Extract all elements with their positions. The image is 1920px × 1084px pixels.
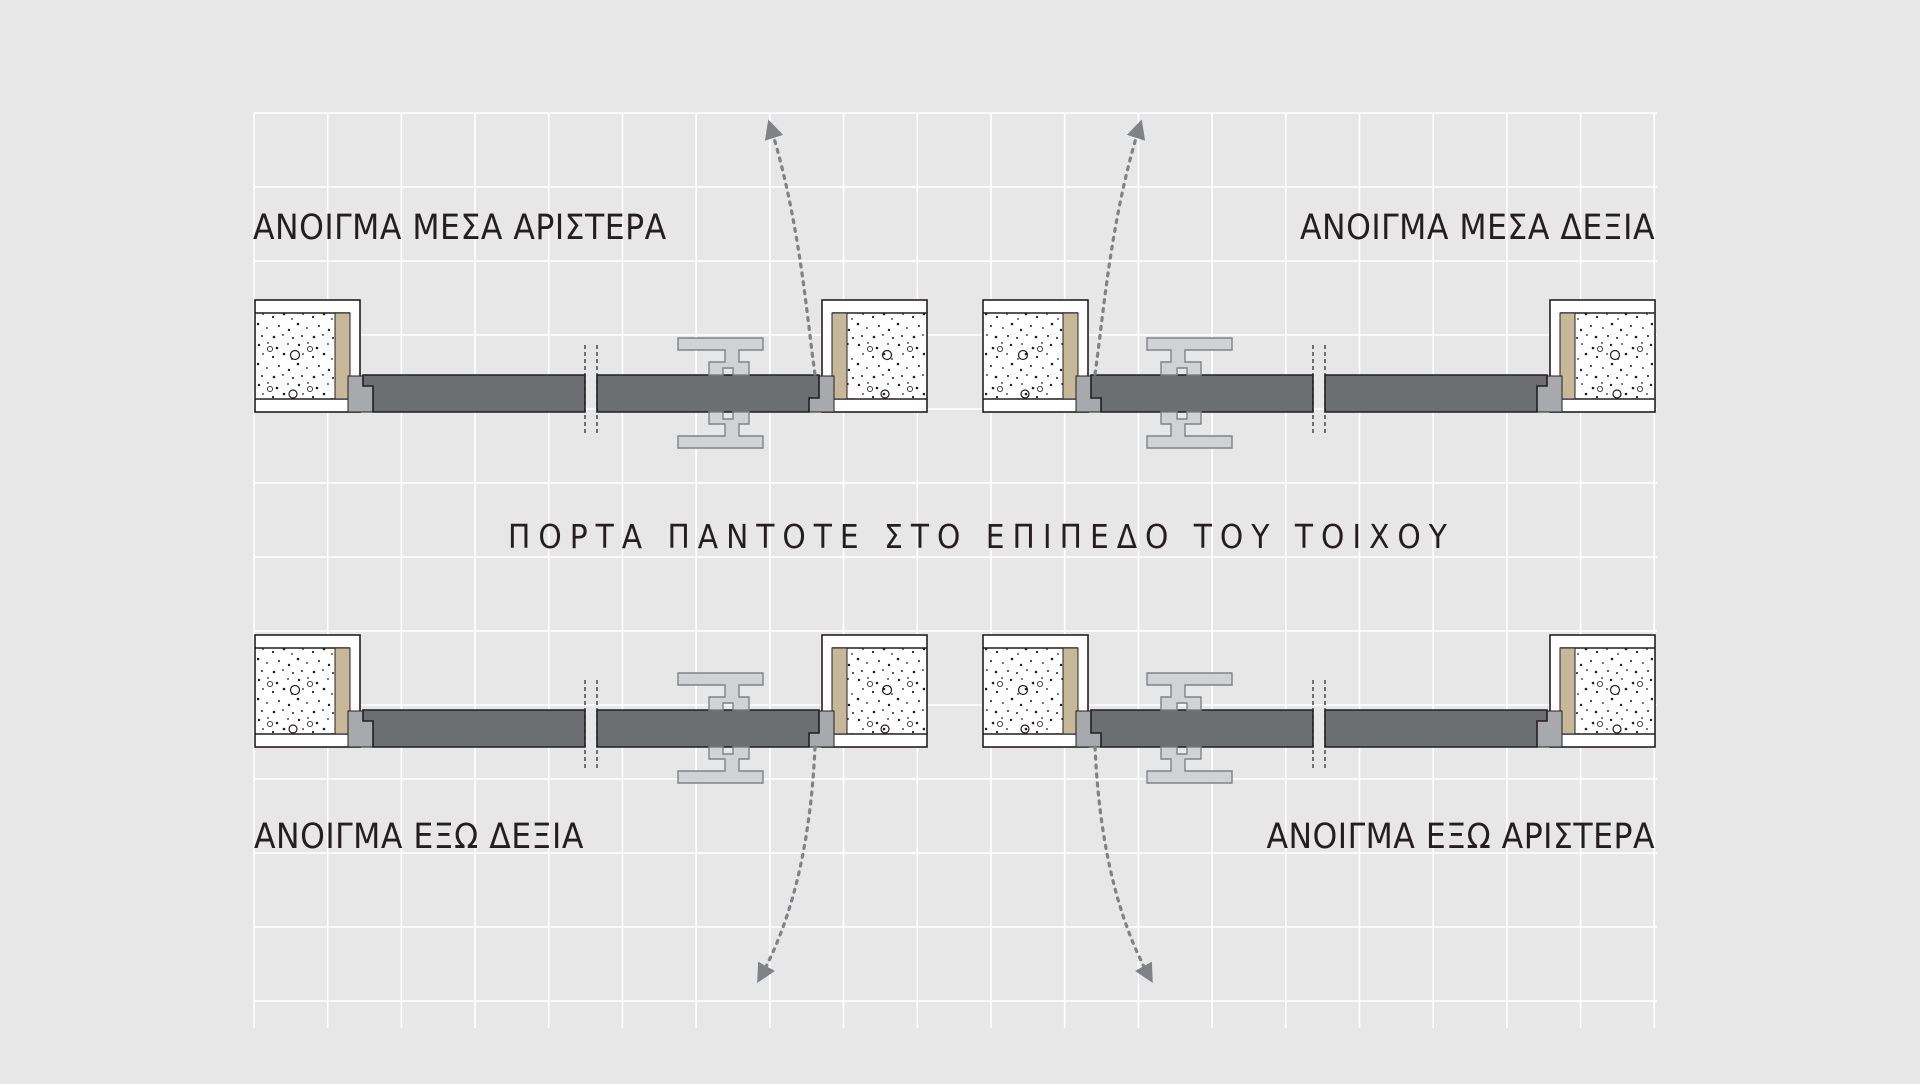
door-handle-icon bbox=[677, 672, 764, 711]
door-handle-icon bbox=[677, 337, 764, 376]
door-assembly-inward-right bbox=[982, 119, 1656, 449]
wall-right-concrete bbox=[985, 313, 1063, 399]
wall-right-concrete bbox=[985, 648, 1063, 734]
wall-left-aggregate bbox=[1612, 724, 1622, 734]
label-outward-left: ΑΝΟΙΓΜΑ ΕΞΩ ΑΡΙΣΤΕΡΑ bbox=[1266, 817, 1655, 857]
wall-left-aggregate bbox=[1609, 684, 1621, 696]
door-leaf-segment bbox=[596, 374, 820, 413]
wall-right-aggregate bbox=[1020, 389, 1030, 399]
door-assemblies bbox=[254, 119, 1656, 984]
door-leaf-segment bbox=[1090, 709, 1314, 748]
wall-right-aggregate bbox=[1017, 349, 1029, 361]
swing-arrow-icon bbox=[764, 119, 817, 376]
label-inward-right: ΑΝΟΙΓΜΑ ΜΕΣΑ ΔΕΞΙΑ bbox=[1299, 208, 1655, 248]
door-handle-icon bbox=[1146, 411, 1233, 449]
swing-arrow-icon bbox=[1093, 119, 1146, 376]
door-leaf-segment bbox=[1090, 374, 1314, 413]
label-inward-left: ΑΝΟΙΓΜΑ ΜΕΣΑ ΑΡΙΣΤΕΡΑ bbox=[253, 208, 667, 248]
wall-left-aggregate bbox=[288, 389, 298, 399]
label-outward-right: ΑΝΟΙΓΜΑ ΕΞΩ ΔΕΞΙΑ bbox=[254, 817, 584, 857]
door-leaf-segment bbox=[362, 374, 586, 413]
wall-right-aggregate bbox=[1017, 684, 1029, 696]
wall-right-aggregate bbox=[880, 724, 890, 734]
door-leaf-segment bbox=[596, 709, 820, 748]
wall-left-concrete bbox=[1575, 313, 1653, 399]
wall-left-aggregate bbox=[289, 349, 301, 361]
door-handle-icon bbox=[1146, 337, 1233, 376]
door-assembly-inward-left bbox=[254, 119, 928, 449]
wall-left-concrete bbox=[1575, 648, 1653, 734]
wall-right-aggregate bbox=[880, 389, 890, 399]
label-door-flush-with-wall: ΠΟΡΤΑ ΠΑΝΤΟΤΕ ΣΤΟ ΕΠΙΠΕΔΟ ΤΟΥ ΤΟΙΧΟΥ bbox=[508, 517, 1455, 556]
door-handle-icon bbox=[677, 746, 764, 784]
door-assembly-outward-right bbox=[254, 634, 928, 984]
wall-left-wood-trim bbox=[1559, 312, 1576, 400]
wall-right-concrete bbox=[847, 648, 925, 734]
wall-left-aggregate bbox=[289, 684, 301, 696]
door-leaf-segment bbox=[1324, 374, 1548, 413]
door-handle-icon bbox=[1146, 746, 1233, 784]
wall-left-aggregate bbox=[1612, 389, 1622, 399]
door-leaf-segment bbox=[362, 709, 586, 748]
wall-left-concrete bbox=[257, 648, 335, 734]
wall-right-concrete bbox=[847, 313, 925, 399]
wall-right-wood-trim bbox=[831, 312, 848, 400]
door-handle-icon bbox=[677, 411, 764, 449]
wall-left-wood-trim bbox=[334, 312, 351, 400]
door-leaf-segment bbox=[1324, 709, 1548, 748]
door-handle-icon bbox=[1146, 672, 1233, 711]
wall-left-wood-trim bbox=[334, 647, 351, 735]
wall-right-aggregate bbox=[1020, 724, 1030, 734]
wall-right-aggregate bbox=[881, 349, 893, 361]
wall-right-wood-trim bbox=[1062, 312, 1079, 400]
wall-right-wood-trim bbox=[831, 647, 848, 735]
swing-arrow-icon bbox=[1093, 745, 1153, 984]
background-grid bbox=[253, 112, 1657, 1028]
wall-left-wood-trim bbox=[1559, 647, 1576, 735]
wall-left-concrete bbox=[257, 313, 335, 399]
wall-right-wood-trim bbox=[1062, 647, 1079, 735]
swing-arrow-icon bbox=[757, 745, 817, 984]
wall-right-aggregate bbox=[881, 684, 893, 696]
wall-left-aggregate bbox=[288, 724, 298, 734]
wall-left-aggregate bbox=[1609, 349, 1621, 361]
door-assembly-outward-left bbox=[982, 634, 1656, 984]
